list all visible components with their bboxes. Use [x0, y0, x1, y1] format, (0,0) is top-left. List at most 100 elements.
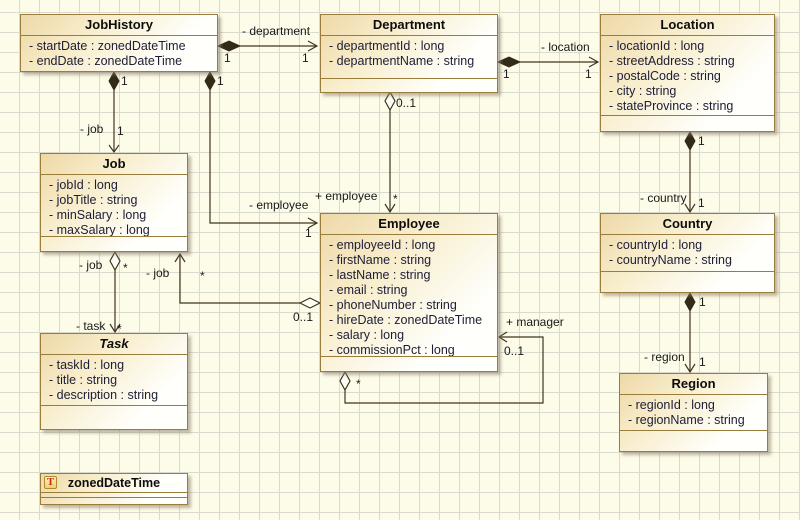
edge-label[interactable]: - job [79, 258, 103, 272]
arrowhead[interactable] [384, 203, 396, 214]
class-Employee[interactable]: Employee - employeeId : long- firstName … [320, 213, 498, 372]
edge-jobhistory-employee[interactable] [204, 70, 319, 229]
attributes-compartment[interactable]: - jobId : long- jobTitle : string- minSa… [41, 175, 187, 236]
class-title[interactable]: Department [321, 15, 497, 36]
edge-label[interactable]: 1 [121, 74, 128, 88]
composition-diamond[interactable] [108, 70, 120, 92]
edge-employee-manager[interactable] [339, 331, 544, 404]
attributes-compartment[interactable]: - taskId : long- title : string- descrip… [41, 355, 187, 405]
attribute[interactable]: - countryName : string [609, 253, 732, 267]
attribute[interactable]: - startDate : zonedDateTime [29, 39, 186, 53]
aggregation-diamond[interactable] [339, 370, 351, 392]
edge-label[interactable]: - job [80, 122, 104, 136]
aggregation-diamond[interactable] [109, 250, 121, 272]
attribute[interactable]: - commissionPct : long [329, 343, 455, 356]
arrowhead[interactable] [174, 252, 186, 263]
edge-line[interactable] [344, 336, 544, 404]
class-title[interactable]: Employee [321, 214, 497, 235]
composition-diamond[interactable] [684, 130, 696, 152]
edge-label[interactable]: 1 [699, 355, 706, 369]
edge-label[interactable]: - department [242, 24, 311, 38]
class-title[interactable]: Country [601, 214, 774, 235]
edge-label[interactable]: - country [640, 191, 687, 205]
edge-label[interactable]: 0..1 [504, 344, 525, 358]
class-Department[interactable]: Department - departmentId : long- depart… [320, 14, 498, 93]
edge-label[interactable]: 0..1 [396, 96, 417, 110]
attribute[interactable]: - hireDate : zonedDateTime [329, 313, 483, 327]
attribute[interactable]: - postalCode : string [609, 69, 721, 83]
class-Job[interactable]: Job - jobId : long- jobTitle : string- m… [40, 153, 188, 252]
edge-label[interactable]: - job [146, 266, 170, 280]
attribute[interactable]: - lastName : string [329, 268, 431, 282]
attributes-compartment[interactable]: - employeeId : long- firstName : string-… [321, 235, 497, 356]
edge-label[interactable]: 1 [224, 51, 231, 65]
class-zonedDateTime[interactable]: T zonedDateTime [40, 473, 188, 505]
edge-employee-job[interactable] [174, 252, 322, 309]
edge-country-region[interactable] [684, 291, 696, 374]
class-title[interactable]: Location [601, 15, 774, 36]
attribute[interactable]: - employeeId : long [329, 238, 436, 252]
edge-location-country[interactable] [684, 130, 696, 214]
arrowhead[interactable] [108, 144, 120, 154]
class-title[interactable]: Region [620, 374, 767, 395]
attribute[interactable]: - regionId : long [628, 398, 715, 412]
edge-jobhistory-department[interactable] [216, 40, 319, 52]
attribute[interactable]: - jobId : long [49, 178, 118, 192]
class-title[interactable]: Job [41, 154, 187, 175]
aggregation-diamond[interactable] [384, 90, 396, 112]
arrowhead[interactable] [684, 203, 696, 214]
arrowhead[interactable] [588, 56, 600, 68]
edge-label[interactable]: - task [76, 319, 106, 333]
arrowhead[interactable] [109, 323, 121, 334]
attribute[interactable]: - locationId : long [609, 39, 705, 53]
edge-label[interactable]: * [117, 322, 122, 336]
edge-jobhistory-job[interactable] [108, 70, 120, 154]
attribute[interactable]: - maxSalary : long [49, 223, 150, 236]
class-Location[interactable]: Location - locationId : long- streetAddr… [600, 14, 775, 132]
class-title[interactable]: T zonedDateTime [41, 474, 187, 493]
class-Region[interactable]: Region - regionId : long- regionName : s… [619, 373, 768, 452]
attribute[interactable]: - jobTitle : string [49, 193, 138, 207]
edge-label[interactable]: * [393, 192, 398, 206]
edge-label[interactable]: * [356, 377, 361, 391]
composition-diamond[interactable] [496, 56, 522, 68]
class-title[interactable]: JobHistory [21, 15, 217, 36]
edge-line[interactable] [209, 90, 316, 224]
attribute[interactable]: - endDate : zonedDateTime [29, 54, 183, 68]
attribute[interactable]: - phoneNumber : string [329, 298, 457, 312]
attribute[interactable]: - salary : long [329, 328, 405, 342]
attribute[interactable]: - countryId : long [609, 238, 703, 252]
attributes-compartment[interactable]: - regionId : long- regionName : string [620, 395, 767, 430]
composition-diamond[interactable] [684, 291, 696, 313]
edge-label[interactable]: 1 [305, 226, 312, 240]
edge-department-employee[interactable] [384, 90, 396, 214]
aggregation-diamond[interactable] [298, 297, 322, 309]
class-JobHistory[interactable]: JobHistory - startDate : zonedDateTime- … [20, 14, 218, 72]
class-Country[interactable]: Country - countryId : long- countryName … [600, 213, 775, 293]
edge-label[interactable]: 0..1 [293, 310, 314, 324]
attribute[interactable]: - departmentId : long [329, 39, 445, 53]
edge-label[interactable]: 1 [503, 67, 510, 81]
attribute[interactable]: - minSalary : long [49, 208, 147, 222]
attribute[interactable]: - stateProvince : string [609, 99, 734, 113]
attribute[interactable]: - regionName : string [628, 413, 745, 427]
edge-label[interactable]: 1 [585, 67, 592, 81]
composition-diamond[interactable] [204, 70, 216, 92]
edge-label[interactable]: + manager [506, 315, 564, 329]
edge-label[interactable]: + employee [315, 189, 378, 203]
attributes-compartment[interactable]: - locationId : long- streetAddress : str… [601, 36, 774, 115]
class-Task[interactable]: Task - taskId : long- title : string- de… [40, 333, 188, 430]
edge-department-location[interactable] [496, 56, 600, 68]
edge-label[interactable]: 1 [302, 51, 309, 65]
edge-label[interactable]: - employee [249, 198, 309, 212]
attribute[interactable]: - taskId : long [49, 358, 125, 372]
attributes-compartment[interactable] [41, 493, 187, 498]
attribute[interactable]: - streetAddress : string [609, 54, 735, 68]
arrowhead[interactable] [307, 217, 319, 229]
attribute[interactable]: - city : string [609, 84, 677, 98]
edge-label[interactable]: 1 [117, 124, 124, 138]
edge-label[interactable]: - region [644, 350, 685, 364]
attribute[interactable]: - description : string [49, 388, 159, 402]
edge-label[interactable]: 1 [699, 295, 706, 309]
attributes-compartment[interactable]: - departmentId : long- departmentName : … [321, 36, 497, 78]
